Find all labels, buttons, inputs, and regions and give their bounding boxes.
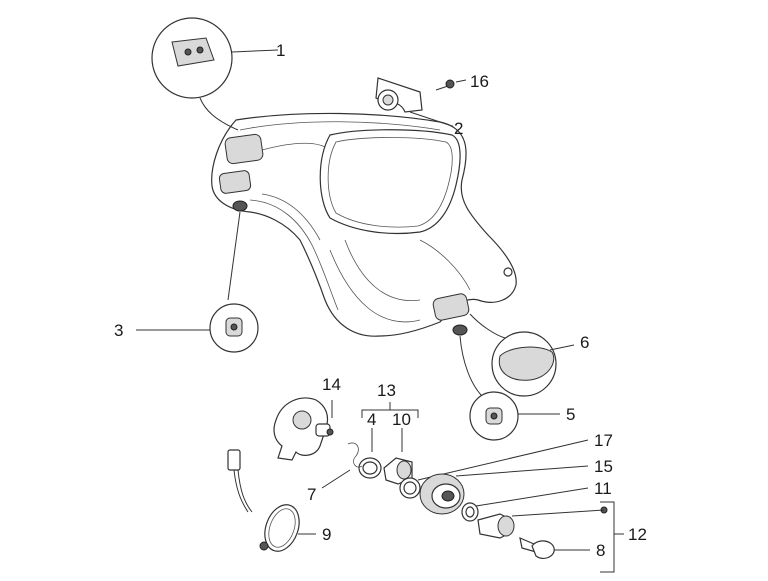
part-6-lens — [469, 313, 575, 397]
part-12-lock-cylinder — [477, 501, 624, 573]
part-3-bulb-socket — [136, 211, 259, 353]
callout-9: 9 — [322, 525, 331, 544]
callout-16: 16 — [470, 72, 489, 91]
callout-12: 12 — [628, 525, 647, 544]
callout-4: 4 — [367, 410, 376, 429]
callout-8: 8 — [596, 541, 605, 560]
part-13-group — [361, 402, 419, 418]
part-10-bushing — [383, 428, 413, 485]
callout-7: 7 — [307, 485, 316, 504]
callout-14: 14 — [322, 375, 341, 394]
callout-5: 5 — [566, 405, 575, 424]
handlebar-cover — [211, 112, 517, 337]
part-7-clip — [321, 442, 363, 489]
part-17-o-ring — [399, 439, 589, 499]
part-4-washer — [358, 428, 382, 479]
callout-10: 10 — [392, 410, 411, 429]
callout-17: 17 — [594, 431, 613, 450]
callout-15: 15 — [594, 457, 613, 476]
part-14-lock-body — [273, 397, 334, 461]
callout-11: 11 — [594, 479, 612, 498]
part-8-key — [519, 536, 590, 560]
callout-3: 3 — [114, 321, 123, 340]
part-15-lock-cover — [419, 465, 589, 515]
callout-1: 1 — [276, 41, 285, 60]
part-5-bulb-socket — [459, 335, 560, 441]
part-2-bracket — [375, 77, 453, 127]
callout-2: 2 — [454, 119, 463, 138]
callout-13: 13 — [377, 381, 396, 400]
callout-6: 6 — [580, 333, 589, 352]
part-1-switch — [151, 17, 279, 131]
part-16-screw — [435, 79, 467, 91]
part-9-cable — [227, 449, 316, 552]
part-11-o-ring — [461, 487, 589, 522]
